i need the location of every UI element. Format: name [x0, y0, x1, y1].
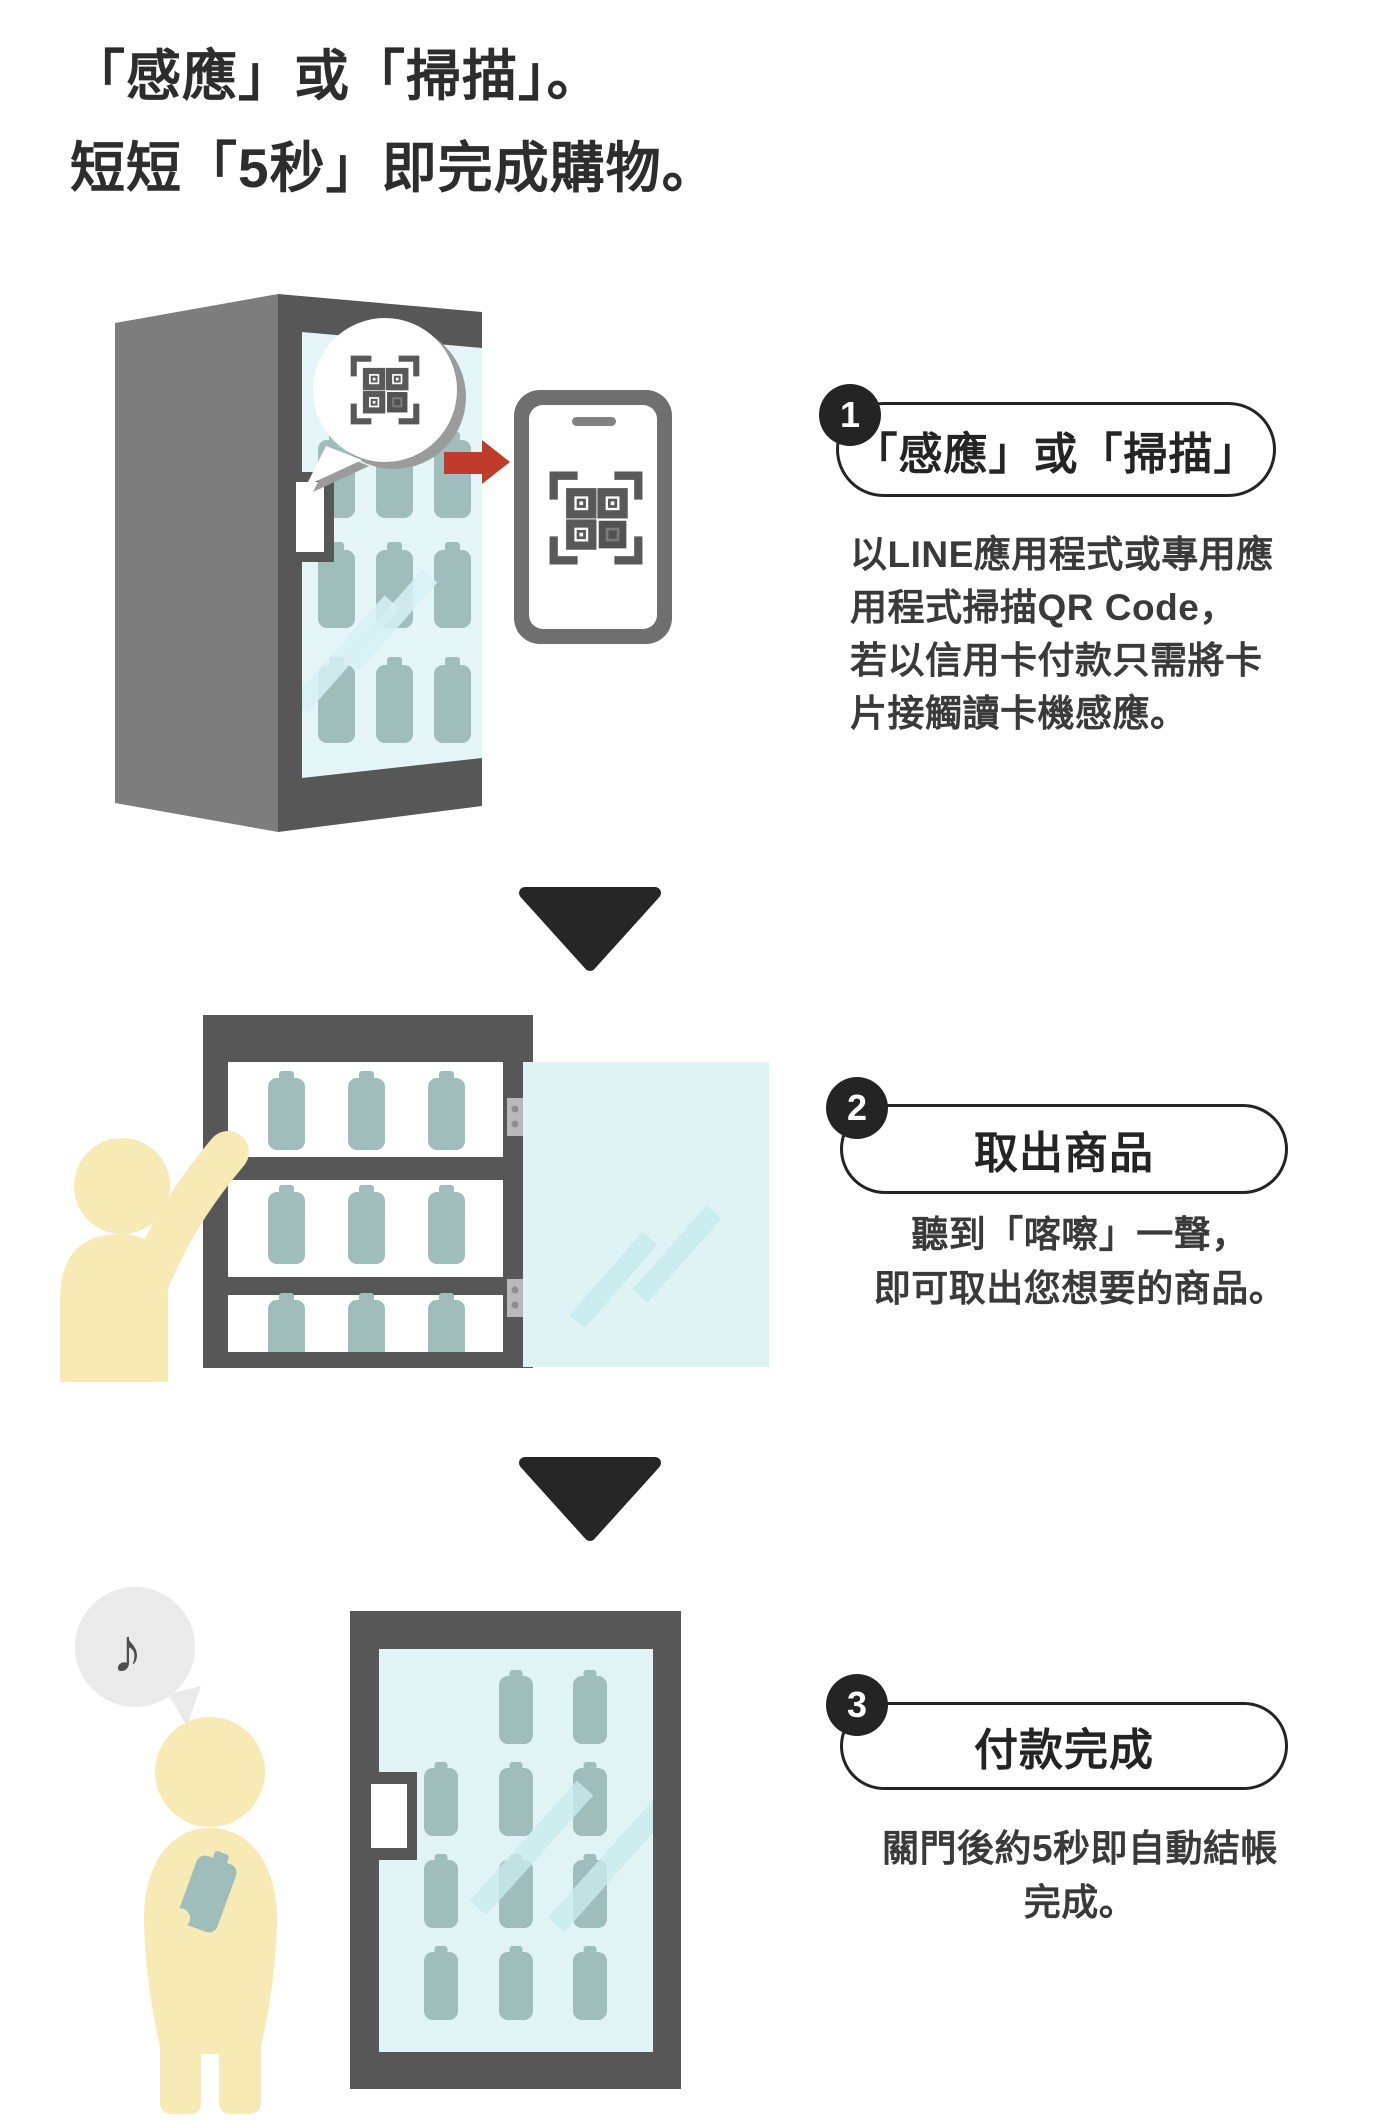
phone-speaker	[572, 417, 616, 426]
step1-desc-line: 以LINE應用程式或專用應	[850, 534, 1274, 575]
step1-desc-line: 用程式掃描QR Code，	[850, 587, 1237, 628]
qr-scan-icon	[554, 476, 639, 561]
qr-code-icon	[354, 359, 417, 422]
step1-number: 1	[839, 394, 861, 435]
right-arrow-icon	[444, 440, 510, 484]
step1-description: 以LINE應用程式或專用應 用程式掃描QR Code， 若以信用卡付款只需將卡 …	[850, 528, 1350, 740]
person-head	[155, 1717, 265, 1827]
qr-speech-bubble	[306, 318, 466, 492]
step2-illustration	[60, 1015, 769, 1382]
shelf-divider	[228, 1157, 503, 1180]
page-title-line1: 「感應」或「掃描」。	[70, 45, 603, 107]
step1-desc-line: 若以信用卡付款只需將卡	[850, 640, 1263, 681]
step3-desc-line: 關門後約5秒即自動結帳	[881, 1828, 1279, 1869]
glass-shine-icon	[302, 569, 438, 713]
step2-desc-line: 聽到「喀嚓」一聲，	[911, 1214, 1249, 1255]
person-reaching	[60, 1131, 249, 1382]
page-title-line2: 短短「5秒」即完成購物。	[70, 137, 718, 199]
music-note-icon: ♪	[112, 1617, 143, 1686]
down-triangle-icon	[519, 887, 661, 971]
product-bottle	[170, 1851, 237, 1933]
step3-description: 關門後約5秒即自動結帳 完成。	[815, 1822, 1345, 1930]
person-arm	[114, 1131, 249, 1343]
step1-illustration	[115, 294, 672, 832]
step3-pill: 付款完成	[840, 1702, 1288, 1790]
step1-label: 「感應」或「掃描」	[853, 429, 1259, 479]
fridge-side-panel	[115, 294, 278, 832]
step1-pill: 「感應」或「掃描」	[836, 402, 1276, 497]
step3-number: 3	[846, 1684, 868, 1725]
step3-desc-line: 完成。	[1023, 1882, 1137, 1923]
smartphone	[514, 390, 672, 644]
step3-illustration: ♪	[75, 1587, 681, 2114]
step3-badge: 3	[826, 1674, 888, 1736]
step2-number: 2	[846, 1087, 868, 1128]
door-handle	[357, 1772, 417, 1860]
step1-desc-line: 片接觸讀卡機感應。	[850, 693, 1188, 734]
shelf-divider	[228, 1277, 503, 1295]
person-head	[74, 1138, 170, 1234]
open-glass-door	[523, 1062, 769, 1367]
glass-shine-icon	[469, 1780, 653, 1933]
music-speech-bubble: ♪	[75, 1587, 201, 1726]
step2-desc-line: 即可取出您想要的商品。	[873, 1268, 1287, 1309]
person-body	[143, 1828, 278, 2114]
step2-badge: 2	[826, 1077, 888, 1139]
step2-description: 聽到「喀嚓」一聲， 即可取出您想要的商品。	[815, 1208, 1345, 1316]
person-holding-product	[143, 1717, 278, 2114]
step3-label: 付款完成	[974, 1726, 1154, 1775]
door-hinge	[507, 1098, 523, 1317]
door-handle	[286, 472, 334, 562]
step1-badge: 1	[819, 384, 881, 446]
step2-pill: 取出商品	[840, 1104, 1288, 1194]
page-title: 「感應」或「掃描」。 短短「5秒」即完成購物。	[70, 30, 718, 214]
down-triangle-icon	[519, 1457, 661, 1541]
bottle-grid	[268, 1071, 465, 1352]
glass-shine-icon	[569, 1205, 722, 1329]
step2-label: 取出商品	[974, 1129, 1154, 1178]
